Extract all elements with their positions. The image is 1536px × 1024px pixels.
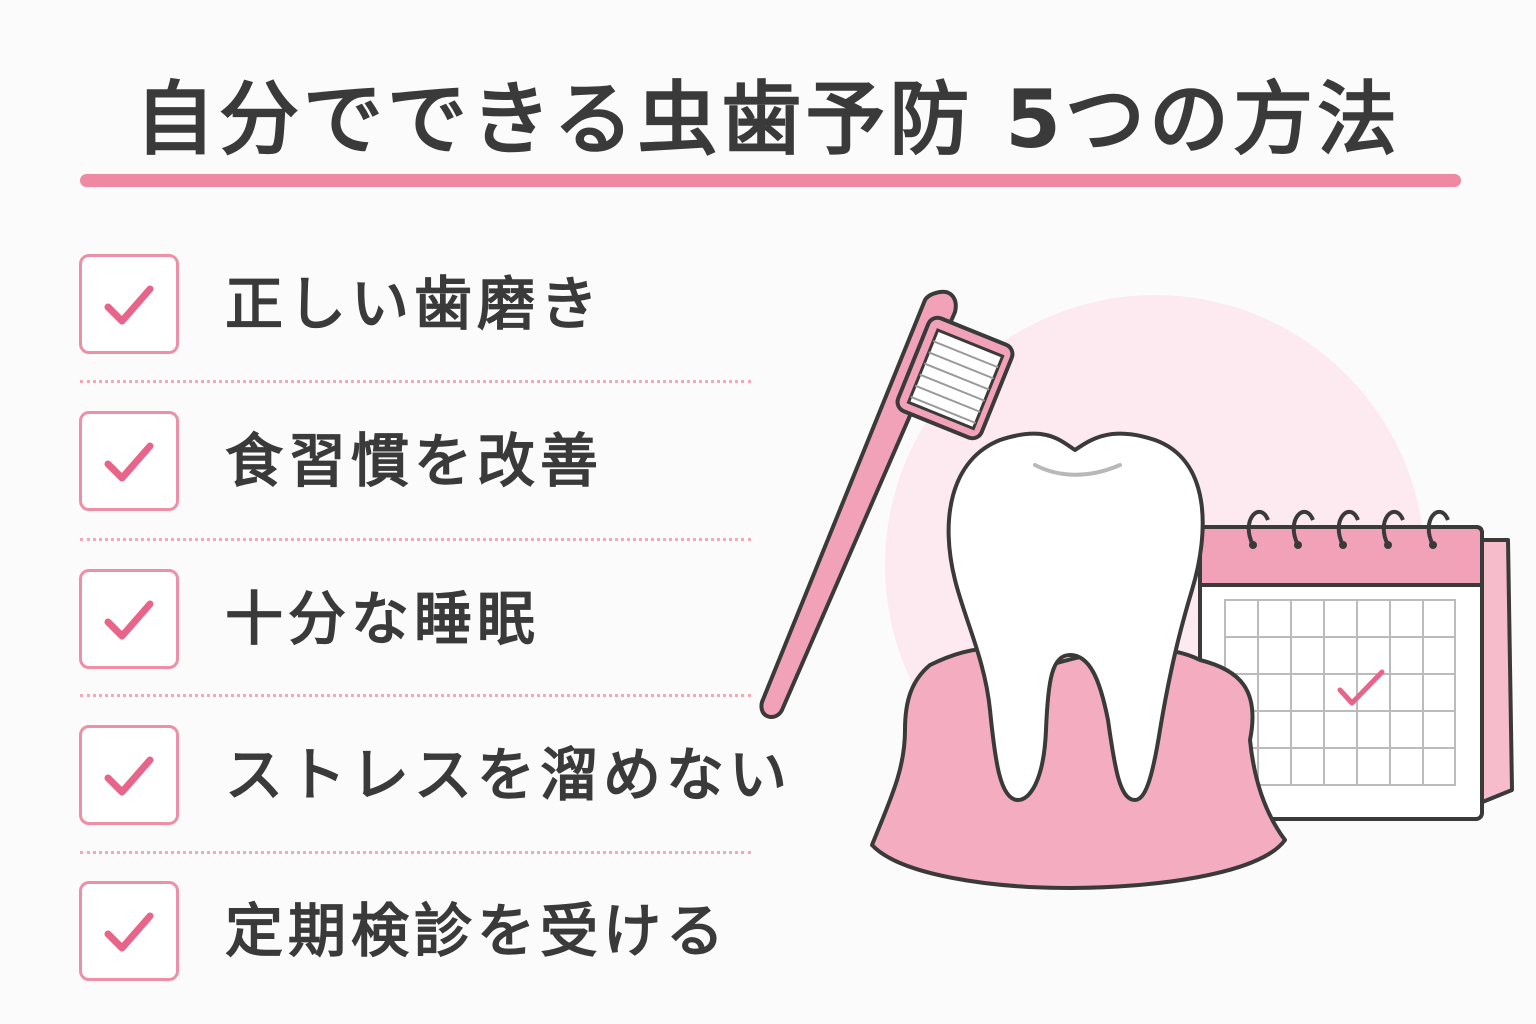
tooth-icon [946, 431, 1205, 802]
checklist-item-stress: ストレスを溜めない [0, 725, 787, 835]
gum-icon [870, 646, 1287, 890]
check-icon [104, 600, 154, 640]
item-label: ストレスを溜めない [225, 741, 793, 809]
item-label: 食習慣を改善 [225, 427, 604, 495]
checkbox[interactable] [79, 881, 179, 981]
calendar-check-icon [1337, 669, 1385, 706]
calendar-grid [1224, 599, 1456, 786]
check-icon [104, 285, 154, 325]
divider [80, 851, 751, 854]
check-icon [104, 756, 154, 796]
checklist-item-diet: 食習慣を改善 [0, 411, 760, 521]
check-icon [104, 912, 154, 952]
item-label: 正しい歯磨き [225, 270, 604, 338]
checkbox[interactable] [79, 725, 179, 825]
title-underline [80, 174, 1461, 187]
dental-illustration [759, 289, 1514, 890]
checklist-item-sleep: 十分な睡眠 [0, 569, 760, 679]
page-title: 自分でできる虫歯予防 5つの方法 [135, 73, 1401, 166]
divider [80, 694, 751, 697]
divider [80, 380, 751, 383]
checkbox[interactable] [79, 569, 179, 669]
calendar-rings [1246, 510, 1450, 546]
checklist-item-checkup: 定期検診を受ける [0, 881, 760, 991]
toothbrush-icon [759, 289, 1015, 719]
checklist-item-brushing: 正しい歯磨き [0, 254, 760, 364]
divider [80, 538, 751, 541]
checkbox[interactable] [79, 411, 179, 511]
item-label: 十分な睡眠 [225, 585, 541, 653]
check-icon [104, 442, 154, 482]
checkbox[interactable] [79, 254, 179, 354]
item-label: 定期検診を受ける [225, 897, 730, 965]
